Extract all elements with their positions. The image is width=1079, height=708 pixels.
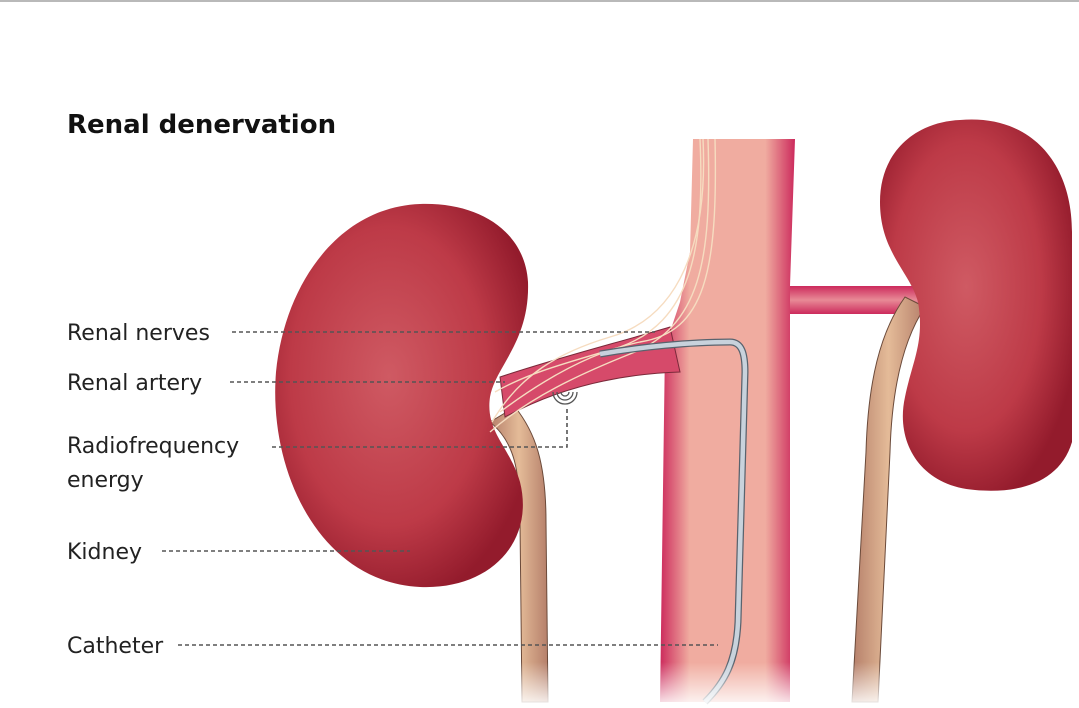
label-radiofrequency: Radiofrequency xyxy=(67,434,239,459)
right-kidney xyxy=(880,119,1072,491)
left-renal-artery xyxy=(499,326,681,418)
label-kidney: Kidney xyxy=(67,540,142,565)
right-ureter xyxy=(851,296,926,703)
label-catheter: Catheter xyxy=(67,634,164,659)
diagram-title: Renal denervation xyxy=(67,110,336,140)
rf-energy-leader xyxy=(272,407,568,448)
label-energy: energy xyxy=(67,468,144,493)
left-kidney xyxy=(275,203,529,588)
left-ureter xyxy=(489,406,549,703)
label-renal-nerves: Renal nerves xyxy=(67,321,210,346)
radiofrequency-energy-icon xyxy=(552,391,578,405)
right-renal-artery xyxy=(770,286,920,314)
aorta xyxy=(660,139,795,702)
label-renal-artery: Renal artery xyxy=(67,371,202,396)
